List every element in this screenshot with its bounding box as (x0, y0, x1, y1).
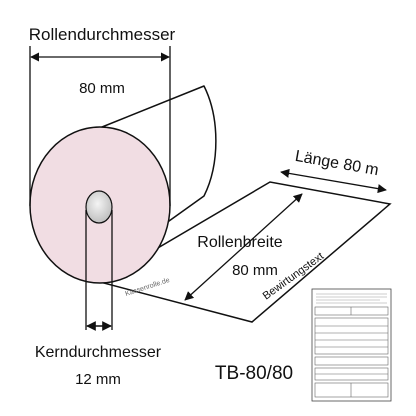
length-arrow (280, 168, 387, 194)
core-value: 12 mm (75, 371, 121, 388)
width-value: 80 mm (232, 262, 278, 279)
product-code: TB-80/80 (215, 363, 293, 384)
diameter-label: Rollendurchmesser (29, 25, 176, 44)
diameter-value: 80 mm (79, 80, 125, 97)
receipt-form-thumbnail (311, 288, 392, 402)
core-label: Kerndurchmesser (35, 344, 162, 361)
width-arrow (184, 193, 303, 301)
roll-core (85, 190, 113, 224)
length-label: Länge 80 m (294, 148, 380, 179)
width-label: Rollenbreite (197, 234, 282, 251)
